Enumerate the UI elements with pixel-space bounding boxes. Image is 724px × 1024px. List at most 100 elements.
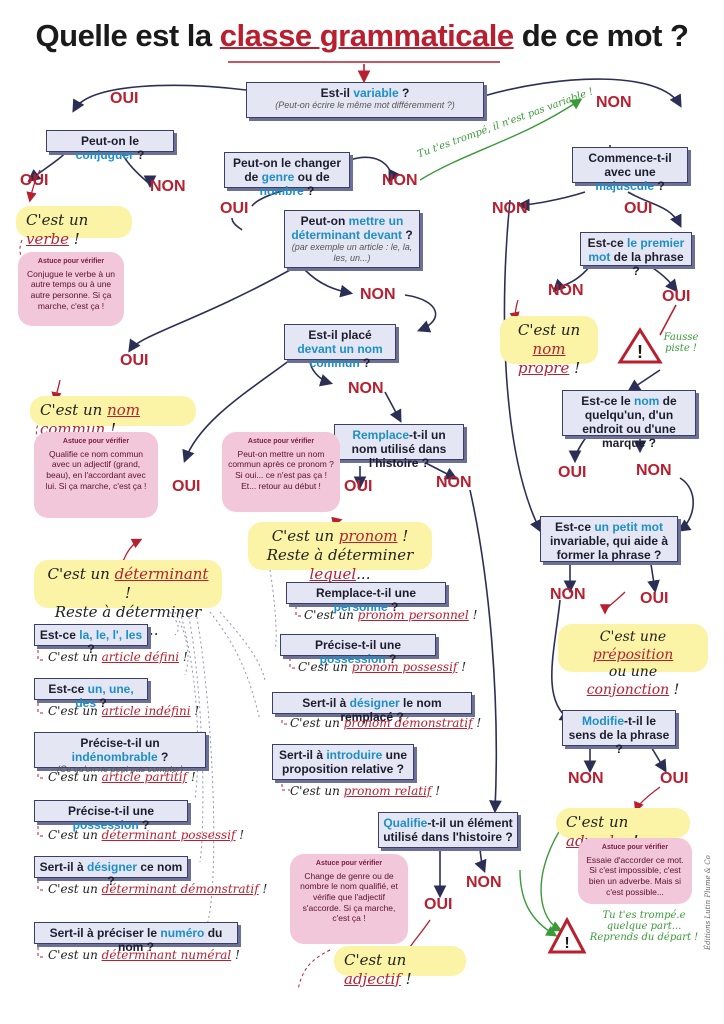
pro-res-2: C'est un pronom démonstratif ! <box>290 716 481 730</box>
question-genre-nombre: Peut-on le changer de genre ou de nombre… <box>224 152 350 198</box>
pro-q3-post: une proposition relative ? <box>281 748 408 777</box>
label-non-nomq: NON <box>636 462 672 479</box>
ans-adj-pre: C'est un <box>344 951 407 969</box>
det-r5-pre: C'est un <box>48 948 102 962</box>
svg-text:!: ! <box>564 935 569 952</box>
ans-nc-post: ! <box>105 419 116 438</box>
ans-det-post: ! <box>124 583 132 602</box>
tip-adv-text: Essaie d'accorder ce mot. Si c'est impos… <box>586 854 684 897</box>
pro-q1-kw: possession <box>319 652 386 667</box>
det-r4-pre: C'est un <box>48 882 102 896</box>
copyright: Éditions Lutin Plume & Co <box>704 855 712 950</box>
pro-q2-post: le nom remplacé ? <box>340 696 442 725</box>
pro-r0-red: pronom personnel <box>357 608 469 622</box>
label-oui-nomq: OUI <box>558 464 587 481</box>
tip-verbe: Astuce pour vérifier Conjugue le verbe à… <box>18 252 124 326</box>
note-fausse-piste: Fausse piste ! <box>663 332 699 354</box>
q-det-sub: (par exemple un article : le, la, les, u… <box>291 242 413 263</box>
title-highlight: classe grammaticale <box>219 18 514 53</box>
det-r1-pre: C'est un <box>48 704 102 718</box>
det-q5-kw: numéro <box>160 926 205 940</box>
det-q-0: Est-ce la, le, l', les ? <box>34 624 148 656</box>
page-title: Quelle est la classe grammaticale de ce … <box>0 18 724 54</box>
tip-pronom: Astuce pour vérifier Peut-on mettre un n… <box>222 432 340 512</box>
det-r0-post: ! <box>179 650 188 664</box>
ans-np-pre: C'est un <box>517 321 581 339</box>
ans-prep-red2: conjonction <box>586 681 670 698</box>
label-oui-det-branch: OUI <box>172 478 201 495</box>
q-variable-post: ? <box>398 86 410 100</box>
question-qualifie: Qualifie-t-il un élément utilisé dans l'… <box>378 812 518 848</box>
question-devant-nom: Est-il placé devant un nom commun ? <box>284 324 396 370</box>
answer-nom-propre: C'est un nom propre ! <box>500 316 598 377</box>
det-r5-post: ! <box>231 948 240 962</box>
q-maj-kw: majuscule <box>595 179 655 194</box>
det-q4-pre: Sert-il à <box>39 860 87 874</box>
det-r3-red: déterminant possessif <box>101 828 236 842</box>
q-det-mid: un déterminant devant <box>291 214 404 243</box>
answer-adverbe: C'est un adverbe ! <box>556 808 690 850</box>
ans-pro-l2post: ... <box>356 564 371 583</box>
label-oui-devant: OUI <box>120 352 149 369</box>
det-r1-post: ! <box>190 704 200 718</box>
q-maj-pre: Commence-t-il avec une <box>588 151 672 180</box>
pro-r3-post: ! <box>431 784 441 798</box>
ans-pro-l2red: lequel <box>309 564 357 583</box>
pro-r1-post: ! <box>457 660 467 674</box>
det-res-2: C'est un article partitif ! <box>48 770 196 784</box>
answer-nom-commun: C'est un nom commun ! <box>30 396 196 438</box>
det-r2-post: ! <box>187 770 196 784</box>
ans-adv-pre: C'est un <box>566 813 629 831</box>
q-devant-kw2: un nom commun <box>309 342 383 371</box>
label-oui-remplace: OUI <box>344 478 373 495</box>
ans-np-post: ! <box>569 358 581 377</box>
det-q1-pre: Est-ce <box>48 682 88 696</box>
ans-nc-pre: C'est un <box>40 401 108 419</box>
label-oui-qualifie: OUI <box>424 896 453 913</box>
title-part2: de ce mot ? <box>513 18 689 53</box>
det-q5-pre: Sert-il à préciser le <box>49 926 161 940</box>
det-res-5: C'est un déterminant numéral ! <box>48 948 240 962</box>
det-r5-red: déterminant numéral <box>101 948 232 962</box>
q-det-kw1: mettre <box>348 214 386 228</box>
pro-r2-pre: C'est un <box>290 716 344 730</box>
answer-determinant: C'est un déterminant ! Reste à détermine… <box>34 560 222 639</box>
ans-pro-red: pronom <box>338 527 398 545</box>
ans-adj-red: adjectif <box>344 969 401 988</box>
label-non-petit: NON <box>550 586 586 603</box>
q-premier-kw: le premier mot <box>588 236 685 265</box>
tip-adverbe: Astuce pour vérifier Essaie d'accorder c… <box>578 838 692 904</box>
q-genre-kw1: genre <box>261 170 295 185</box>
q-conjuguer-kw: conjuguer <box>75 148 134 163</box>
ans-pro-pre: C'est un <box>271 527 339 545</box>
q-devant-post: ? <box>359 356 371 371</box>
q-qualifie-kw: Qualifie <box>383 816 428 830</box>
pro-r2-post: ! <box>472 716 482 730</box>
det-res-0: C'est un article défini ! <box>48 650 188 664</box>
note-trompe: Tu t'es trompé.e quelque part... Reprend… <box>589 910 699 943</box>
pro-r1-pre: C'est un <box>298 660 352 674</box>
ans-adj-post: ! <box>400 969 412 988</box>
answer-adjectif: C'est un adjectif ! <box>334 946 466 988</box>
label-oui-premier: OUI <box>662 288 691 305</box>
label-oui-conjuguer: OUI <box>20 172 49 189</box>
det-q-1: Est-ce un, une, des ? <box>34 678 148 710</box>
question-petit-mot: Est-ce un petit mot invariable, qui aide… <box>540 516 678 562</box>
label-non-det: NON <box>360 286 396 303</box>
label-non-devant: NON <box>348 380 384 397</box>
det-r3-post: ! <box>235 828 245 842</box>
det-q3-pre: Précise-t-il une <box>67 804 155 818</box>
ans-prep-post: ! <box>669 681 680 698</box>
q-petit-post: invariable, qui aide à former la phrase … <box>549 534 669 563</box>
label-non-premier: NON <box>548 282 584 299</box>
label-oui-modifie: OUI <box>660 770 689 787</box>
q-variable-sub: (Peut-on écrire le même mot différemment… <box>275 100 455 111</box>
q-premier-pre: Est-ce <box>587 236 627 250</box>
pro-q1-post: ? <box>385 652 397 667</box>
det-q4-post: ce nom ? <box>107 860 183 889</box>
det-q0-kw: la, le, l', les <box>79 628 143 642</box>
q-genre-post: ? <box>303 184 315 199</box>
det-r2-pre: C'est un <box>48 770 102 784</box>
det-q-4: Sert-il à désigner ce nom ? <box>34 856 188 888</box>
pro-q3-pre: Sert-il à <box>278 748 327 762</box>
